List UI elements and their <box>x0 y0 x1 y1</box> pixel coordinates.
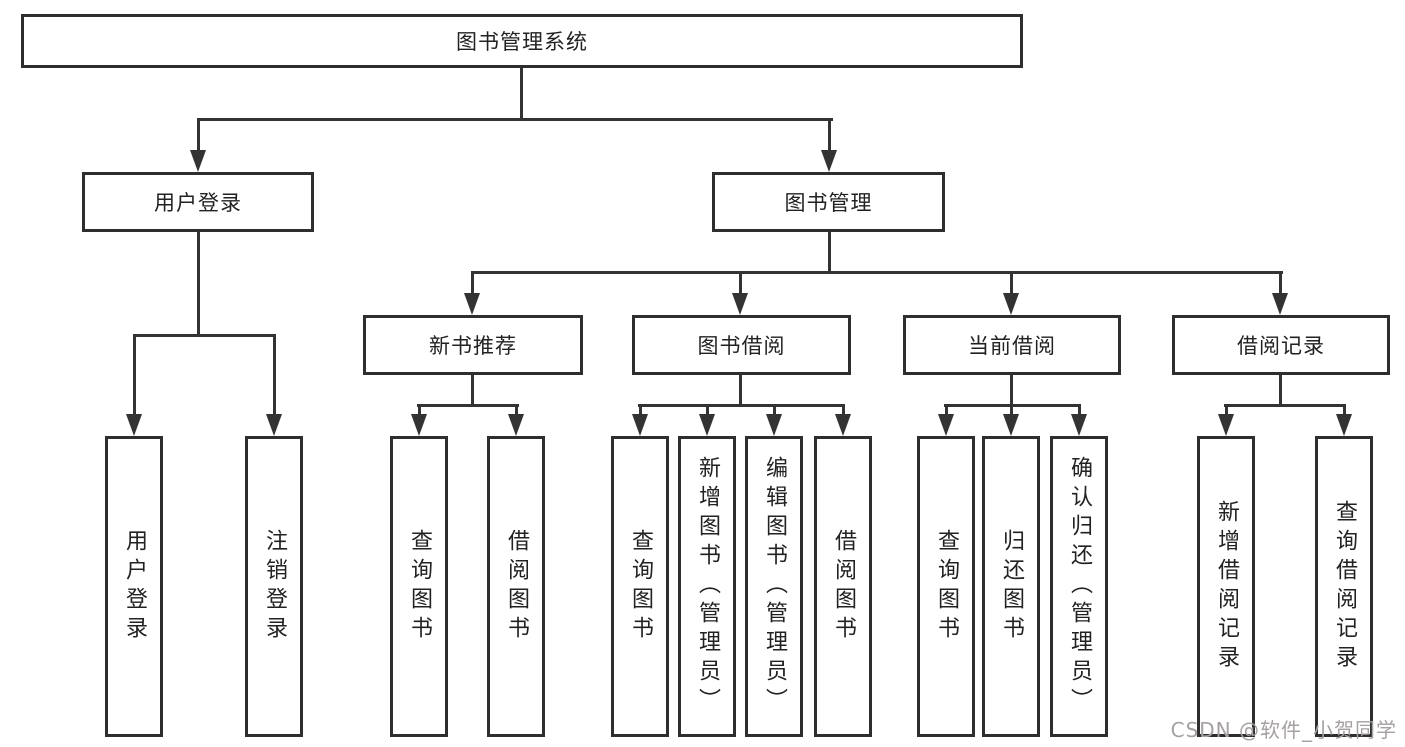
leaf-label: 新增借阅记录 <box>1214 499 1239 674</box>
leaf-label: 编辑图书（管理员） <box>762 456 787 717</box>
arrowhead-icon <box>411 414 427 436</box>
connector-line <box>197 118 833 121</box>
connector-line <box>471 273 474 295</box>
connector-line <box>133 336 136 416</box>
leaf-label: 查询图书 <box>628 528 653 645</box>
leaf-borrow-books-nb: 借阅图书 <box>487 436 545 737</box>
connector-line <box>773 404 776 418</box>
leaf-label: 新增图书（管理员） <box>695 456 720 717</box>
connector-line <box>471 375 474 407</box>
arrowhead-icon <box>1003 414 1019 436</box>
node-user-login: 用户登录 <box>82 172 314 232</box>
node-root-label: 图书管理系统 <box>456 30 588 54</box>
arrowhead-icon <box>732 293 748 315</box>
arrowhead-icon <box>821 150 837 172</box>
leaf-label: 借阅图书 <box>831 528 856 645</box>
connector-line <box>417 404 519 407</box>
connector-line <box>197 232 200 336</box>
connector-line <box>1010 404 1013 418</box>
node-book-management-label: 图书管理 <box>784 191 873 215</box>
connector-line <box>706 404 709 418</box>
connector-line <box>1078 404 1081 418</box>
leaf-label: 注销登录 <box>262 528 287 645</box>
connector-line <box>133 334 276 337</box>
connector-line <box>828 232 831 274</box>
arrowhead-icon <box>1218 414 1234 436</box>
leaf-query-borrow-record: 查询借阅记录 <box>1315 436 1373 737</box>
node-borrow-records-label: 借阅记录 <box>1237 334 1325 358</box>
arrowhead-icon <box>464 293 480 315</box>
leaf-add-books-admin: 新增图书（管理员） <box>678 436 736 737</box>
leaf-query-books-bb: 查询图书 <box>611 436 669 737</box>
arrowhead-icon <box>1336 414 1352 436</box>
arrowhead-icon <box>266 414 282 436</box>
connector-line <box>638 404 845 407</box>
arrowhead-icon <box>508 414 524 436</box>
connector-line <box>471 271 1283 274</box>
node-current-borrow-label: 当前借阅 <box>968 334 1056 358</box>
connector-line <box>828 120 831 152</box>
leaf-borrow-books-bb: 借阅图书 <box>814 436 872 737</box>
node-book-borrow: 图书借阅 <box>632 315 851 375</box>
connector-line <box>1279 375 1282 407</box>
connector-line <box>1279 273 1282 295</box>
arrowhead-icon <box>938 414 954 436</box>
connector-line <box>739 375 742 407</box>
node-current-borrow: 当前借阅 <box>903 315 1121 375</box>
arrowhead-icon <box>126 414 142 436</box>
connector-line <box>418 404 421 418</box>
connector-line <box>197 120 200 152</box>
connector-line <box>1010 375 1013 407</box>
node-root: 图书管理系统 <box>21 14 1023 68</box>
connector-line <box>515 404 518 418</box>
leaf-query-books-nb: 查询图书 <box>390 436 448 737</box>
leaf-edit-books-admin: 编辑图书（管理员） <box>745 436 803 737</box>
connector-line <box>1224 404 1346 407</box>
connector-line <box>1343 404 1346 418</box>
arrowhead-icon <box>190 150 206 172</box>
arrowhead-icon <box>1003 293 1019 315</box>
arrowhead-icon <box>835 414 851 436</box>
arrowhead-icon <box>632 414 648 436</box>
leaf-label: 查询图书 <box>407 528 432 645</box>
leaf-label: 借阅图书 <box>504 528 529 645</box>
arrowhead-icon <box>699 414 715 436</box>
leaf-label: 查询借阅记录 <box>1332 499 1357 674</box>
watermark-text: CSDN @软件_小贺同学 <box>1170 718 1397 742</box>
connector-line <box>273 336 276 416</box>
connector-line <box>520 68 523 120</box>
node-new-book-recommend: 新书推荐 <box>363 315 583 375</box>
leaf-logout: 注销登录 <box>245 436 303 737</box>
connector-line <box>639 404 642 418</box>
connector-line <box>1010 273 1013 295</box>
connector-line <box>945 404 948 418</box>
node-book-borrow-label: 图书借阅 <box>697 334 786 358</box>
leaf-add-borrow-record: 新增借阅记录 <box>1197 436 1255 737</box>
connector-line <box>739 273 742 295</box>
node-borrow-records: 借阅记录 <box>1172 315 1390 375</box>
node-user-login-label: 用户登录 <box>154 191 242 215</box>
leaf-label: 用户登录 <box>122 528 147 645</box>
leaf-user-login: 用户登录 <box>105 436 163 737</box>
leaf-label: 归还图书 <box>999 528 1024 645</box>
leaf-confirm-return-admin: 确认归还（管理员） <box>1050 436 1108 737</box>
connector-line <box>1225 404 1228 418</box>
arrowhead-icon <box>1071 414 1087 436</box>
node-new-book-recommend-label: 新书推荐 <box>429 334 517 358</box>
arrowhead-icon <box>766 414 782 436</box>
node-book-management: 图书管理 <box>712 172 945 232</box>
leaf-query-books-cb: 查询图书 <box>917 436 975 737</box>
connector-line <box>842 404 845 418</box>
leaf-label: 确认归还（管理员） <box>1067 456 1092 717</box>
leaf-label: 查询图书 <box>934 528 959 645</box>
arrowhead-icon <box>1272 293 1288 315</box>
leaf-return-books: 归还图书 <box>982 436 1040 737</box>
